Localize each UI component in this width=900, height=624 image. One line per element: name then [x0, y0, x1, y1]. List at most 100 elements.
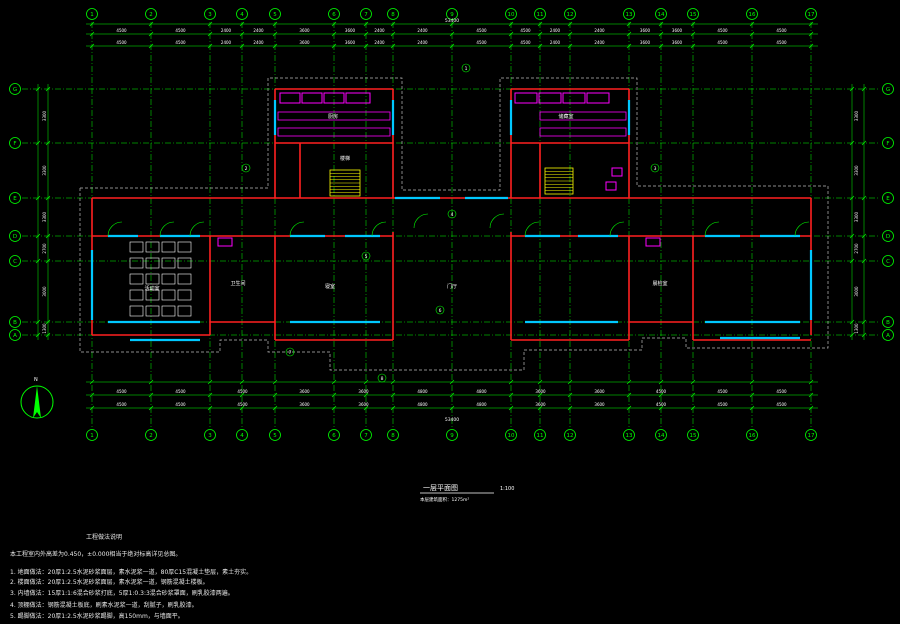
dimension-tick [508, 43, 514, 49]
desk [161, 241, 176, 253]
axis-bubble [805, 429, 817, 441]
dimension-value: 4500 [237, 389, 248, 394]
dimension-tick [331, 21, 337, 27]
axis-label: B [886, 320, 890, 326]
axis-bubble [505, 8, 517, 20]
desk [145, 289, 160, 301]
dimension-tick [272, 379, 278, 385]
dimension-tick [626, 392, 632, 398]
axis-bubble [204, 429, 216, 441]
axis-label: 3 [208, 12, 212, 18]
axis-label: 3 [208, 433, 212, 439]
dimension-tick [89, 392, 95, 398]
counter [562, 92, 586, 104]
dimension-tick [749, 21, 755, 27]
dimension-tick [537, 392, 543, 398]
door-swing [289, 221, 305, 237]
dimension-tick [207, 43, 213, 49]
axis-label: 11 [537, 433, 544, 439]
dimension-tick [849, 332, 855, 338]
desk [129, 289, 144, 301]
desk [177, 289, 192, 301]
dimension-tick [449, 31, 455, 37]
dimension-value: 3300 [42, 165, 47, 176]
dimension-tick [35, 319, 41, 325]
north-arrow-icon: N [20, 377, 54, 419]
axis-bubble [204, 8, 216, 20]
room-label: 门厅 [447, 283, 457, 290]
dimension-tick [537, 405, 543, 411]
door-swing [189, 221, 205, 237]
dimension-value: 3600 [345, 28, 356, 33]
dimension-tick [626, 31, 632, 37]
dimension-tick [537, 379, 543, 385]
dimension-value: 4500 [717, 389, 728, 394]
notes-heading: 工程做法说明 [86, 534, 123, 541]
axis-label: 8 [391, 433, 395, 439]
dimension-tick [148, 31, 154, 37]
desk [129, 273, 144, 285]
dimension-tick [45, 332, 51, 338]
dimension-value: 4500 [776, 389, 787, 394]
counter [539, 111, 627, 121]
dimension-tick [861, 195, 867, 201]
dimension-tick [690, 379, 696, 385]
dimension-tick [658, 405, 664, 411]
dimension-tick [331, 43, 337, 49]
dimension-tick [45, 258, 51, 264]
dimension-tick [861, 140, 867, 146]
dimension-tick [35, 195, 41, 201]
notes-line: 1. 地面做法：20厚1:2.5水泥砂浆面层，素水泥浆一道，80厚C15混凝土垫… [10, 569, 253, 576]
axis-label: 11 [537, 12, 544, 18]
axis-label: 5 [273, 12, 277, 18]
axis-bubble [328, 429, 340, 441]
dimension-tick [626, 379, 632, 385]
annotation-bubble [435, 305, 445, 315]
dimension-tick [207, 379, 213, 385]
axis-bubble [564, 429, 576, 441]
dimension-tick [239, 21, 245, 27]
dimension-tick [849, 233, 855, 239]
dimension-tick [45, 195, 51, 201]
annotation-bubble [650, 163, 660, 173]
counter [301, 92, 323, 104]
axis-bubble [655, 8, 667, 20]
dimension-tick [508, 21, 514, 27]
axis-bubble [387, 429, 399, 441]
dimension-value: 4800 [417, 389, 428, 394]
axis-label: 16 [749, 12, 756, 18]
dimension-tick [207, 21, 213, 27]
axis-bubble [360, 8, 372, 20]
dimension-tick [861, 233, 867, 239]
desk [145, 305, 160, 317]
counter [586, 92, 610, 104]
axis-label: G [886, 87, 890, 93]
axis-label: E [886, 196, 890, 202]
desk [145, 257, 160, 269]
dimension-value: 4500 [476, 28, 487, 33]
dimension-tick [207, 31, 213, 37]
desk [145, 273, 160, 285]
dimension-value: 3600 [640, 28, 651, 33]
axis-bubble [882, 192, 894, 204]
dimension-value: 3600 [672, 40, 683, 45]
dimension-value: 4800 [417, 402, 428, 407]
dimension-value: 4500 [520, 40, 531, 45]
drawing-title: 一层平面图 [423, 484, 458, 492]
axis-bubble [655, 429, 667, 441]
axis-label: C [886, 259, 890, 265]
dimension-tick [45, 233, 51, 239]
dimension-value: 3600 [299, 28, 310, 33]
dimension-tick [749, 392, 755, 398]
dimension-tick [690, 43, 696, 49]
overall-dimension: 53400 [445, 417, 459, 423]
dimension-tick [749, 379, 755, 385]
dimension-value: 2400 [221, 40, 232, 45]
dimension-value: 4500 [175, 28, 186, 33]
axis-label: 12 [567, 433, 574, 439]
dimension-value: 2400 [374, 28, 385, 33]
axis-label: D [13, 234, 17, 240]
dimension-tick [861, 258, 867, 264]
dimension-tick [861, 86, 867, 92]
